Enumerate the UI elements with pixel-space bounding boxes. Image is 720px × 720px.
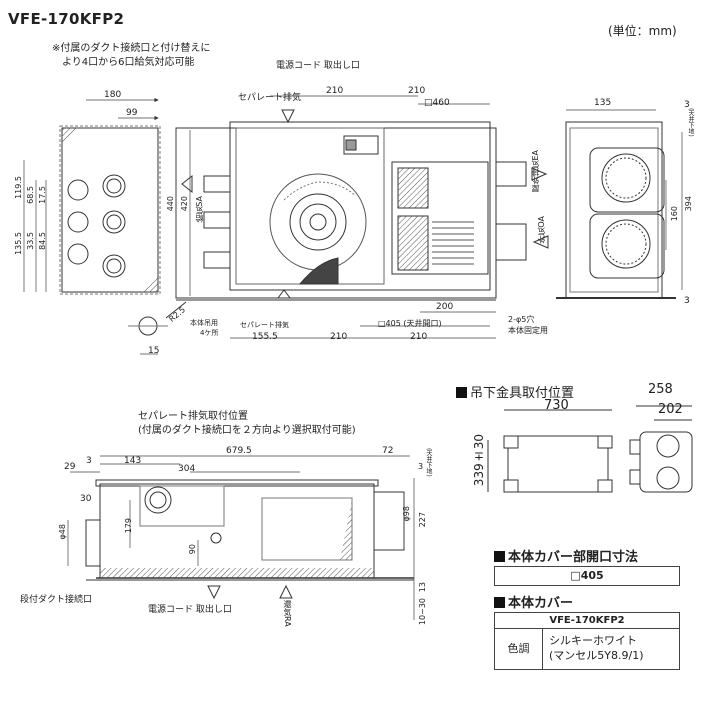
- duct-note-line1: ※付属のダクト接続口と付け替えに: [52, 43, 211, 54]
- outdoor-exhaust-label: 屋外排気EA: [531, 150, 540, 193]
- dim-99: 99: [126, 108, 138, 118]
- ceiling-side-label-bottom: (天井下地): [425, 448, 432, 477]
- dim-210-d: 210: [410, 332, 428, 342]
- opening-value: □405: [494, 566, 680, 586]
- dim-68-5: 68.5: [26, 186, 35, 204]
- dim-227: 227: [418, 512, 427, 528]
- dim-119-5: 119.5: [14, 176, 23, 199]
- square-bullet-icon: [456, 387, 467, 398]
- unit-note: (単位：mm): [608, 24, 677, 38]
- model-title: VFE-170KFP2: [8, 10, 125, 28]
- dim-394: 394: [684, 196, 693, 212]
- dim-33-5: 33.5: [26, 232, 35, 250]
- power-cord-label-top: 電源コード 取出し口: [276, 61, 360, 71]
- dim-3-top: 3: [684, 100, 690, 110]
- dim-13: 13: [418, 582, 427, 593]
- supply-sa-label: 給気SA: [195, 196, 204, 223]
- elevation-view: [85, 479, 414, 600]
- cover-color-line1: シルキーホワイト: [549, 634, 637, 647]
- cover-title: 本体カバー: [494, 592, 573, 611]
- fixing-holes-line1: 2-φ5穴: [508, 315, 535, 324]
- cover-title-text: 本体カバー: [508, 596, 574, 611]
- duct-note-line2: より4口から6口給気対応可能: [62, 57, 195, 68]
- opening-title-text: 本体カバー部開口寸法: [508, 550, 639, 565]
- dim-210-c: 210: [330, 332, 348, 342]
- dim-17-5: 17.5: [38, 186, 47, 204]
- cover-row-label: 色調: [495, 629, 543, 669]
- outdoor-air-label: 外気OA: [537, 216, 546, 244]
- dim-420: 420: [180, 196, 189, 212]
- dim-72: 72: [382, 446, 394, 456]
- side-view-top: [556, 121, 676, 299]
- plan-view: [59, 109, 549, 336]
- cover-color: シルキーホワイト (マンセル5Y8.9/1): [549, 633, 679, 663]
- duct-note: ※付属のダクト接続口と付け替えに より4口から6口給気対応可能: [52, 42, 210, 70]
- dim-3-elev: 3: [86, 456, 92, 466]
- cover-color-line2: (マンセル5Y8.9/1): [549, 649, 644, 662]
- dim-730: 730: [544, 398, 569, 413]
- dim-90: 90: [188, 544, 197, 555]
- dim-phi-48: φ48: [58, 524, 67, 540]
- hanging-bolt-line2: 4ケ所: [200, 329, 219, 337]
- dim-143: 143: [124, 456, 142, 466]
- hanger-title: 吊下金具取付位置: [456, 382, 574, 401]
- hanger-title-text: 吊下金具取付位置: [470, 386, 575, 401]
- dim-3-bottom: 3: [684, 296, 690, 306]
- dim-3-elev-right: 3: [418, 462, 424, 471]
- power-cord-label-bottom: 電源コード 取出し口: [148, 605, 232, 615]
- dim-15: 15: [148, 346, 160, 356]
- dim-679-5: 679.5: [226, 446, 252, 456]
- separate-position-line1: セパレート排気取付位置: [138, 411, 248, 422]
- square-bullet-icon: [494, 551, 505, 562]
- separate-position-line2: (付属のダクト接続口を２方向より選択取付可能): [138, 425, 356, 436]
- ceiling-opening-label: □405 (天井開口): [378, 319, 442, 328]
- dim-84-5: 84.5: [38, 232, 47, 250]
- dim-258: 258: [648, 382, 673, 397]
- dim-135: 135: [594, 98, 612, 108]
- dim-460: □460: [424, 98, 450, 108]
- dim-160: 160: [670, 206, 679, 222]
- separate-position-note: セパレート排気取付位置 (付属のダクト接続口を２方向より選択取付可能): [138, 410, 356, 438]
- hanging-bolt-label: 本体吊用 4ケ所: [190, 318, 218, 338]
- dim-210-b: 210: [408, 86, 426, 96]
- dim-155-5: 155.5: [252, 332, 278, 342]
- dim-phi-98: φ98: [402, 506, 411, 522]
- dim-440: 440: [166, 196, 175, 212]
- fixing-holes-line2: 本体固定用: [508, 326, 548, 335]
- hanging-bolt-line1: 本体吊用: [190, 319, 218, 327]
- dim-10-30: 10~30: [418, 598, 427, 626]
- dim-30: 30: [80, 494, 92, 504]
- return-ra-label: 還気RA: [283, 600, 292, 627]
- dim-339: 339±30: [472, 434, 486, 487]
- dim-180: 180: [104, 90, 122, 100]
- fixing-holes-label: 2-φ5穴 本体固定用: [508, 314, 548, 336]
- cover-model: VFE-170KFP2: [495, 613, 679, 629]
- square-bullet-icon: [494, 597, 505, 608]
- dim-179: 179: [124, 518, 133, 534]
- left-duct-box: [61, 127, 159, 293]
- elevation-dim-lines: [67, 455, 415, 620]
- dim-200: 200: [436, 302, 454, 312]
- dim-135-5: 135.5: [14, 232, 23, 255]
- opening-title: 本体カバー部開口寸法: [494, 546, 638, 565]
- separate-exhaust-bottom-label: セパレート排気: [240, 321, 289, 329]
- plan-dim-lines: [23, 95, 683, 355]
- dim-202: 202: [658, 402, 683, 417]
- dim-210-a: 210: [326, 86, 344, 96]
- dim-29: 29: [64, 462, 76, 472]
- cover-table: VFE-170KFP2 色調 シルキーホワイト (マンセル5Y8.9/1): [494, 612, 680, 670]
- hanger-diagram: [487, 405, 693, 493]
- separate-exhaust-label: セパレート排気: [238, 93, 302, 103]
- step-duct-label: 段付ダクト接続口: [20, 595, 93, 605]
- ceiling-side-label-top: (天井下地): [687, 108, 694, 137]
- left-ports: [67, 174, 126, 278]
- dim-304: 304: [178, 464, 196, 474]
